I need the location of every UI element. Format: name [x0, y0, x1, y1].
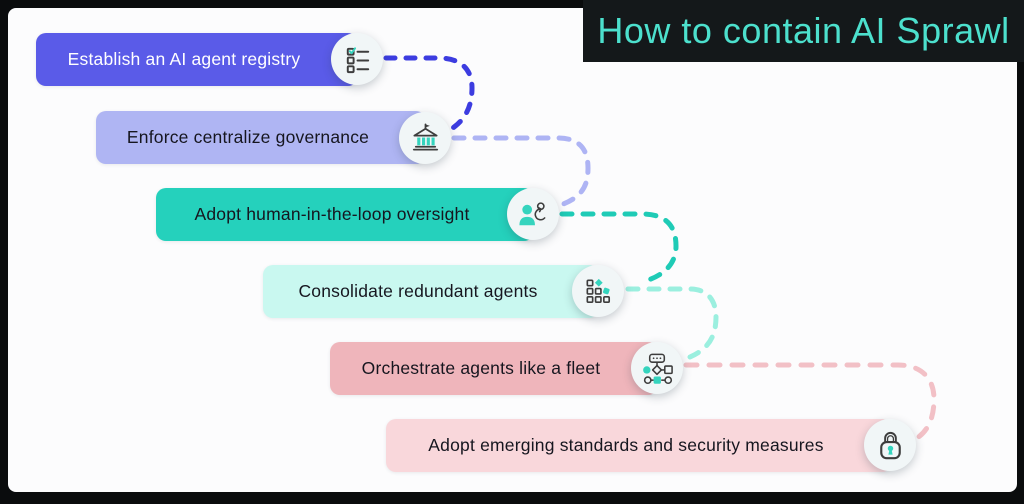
step-label: Enforce centralize governance: [126, 127, 370, 147]
step-icon-badge: [864, 419, 916, 471]
step-icon-badge: [572, 265, 624, 317]
step-label: Establish an AI agent registry: [67, 49, 301, 69]
step-icon-badge: [631, 342, 683, 394]
title-banner: How to contain AI Sprawl: [583, 0, 1024, 62]
lock-icon: [879, 431, 901, 459]
step-pill-oversight: Adopt human-in-the-loop oversight: [156, 188, 534, 241]
step-label: Orchestrate agents like a fleet: [361, 358, 601, 378]
step-pill-orchestrate: Orchestrate agents like a fleet: [330, 342, 658, 395]
step-pill-standards: Adopt emerging standards and security me…: [386, 419, 892, 472]
human-in-loop-icon: [518, 201, 545, 225]
step-icon-badge: [399, 112, 451, 164]
grid-agents-icon: [585, 278, 610, 303]
bank-icon: [412, 123, 438, 151]
step-icon-badge: [331, 33, 383, 85]
step-label: Adopt human-in-the-loop oversight: [194, 204, 470, 224]
step-icon-badge: [507, 188, 559, 240]
fleet-icon: [642, 353, 673, 384]
checklist-icon: [346, 46, 369, 73]
step-pill-registry: Establish an AI agent registry: [36, 33, 358, 86]
page-title: How to contain AI Sprawl: [597, 10, 1010, 51]
step-pill-governance: Enforce centralize governance: [96, 111, 426, 164]
step-pill-consolidate: Consolidate redundant agents: [263, 265, 599, 318]
step-label: Consolidate redundant agents: [298, 281, 538, 301]
step-label: Adopt emerging standards and security me…: [428, 435, 824, 455]
